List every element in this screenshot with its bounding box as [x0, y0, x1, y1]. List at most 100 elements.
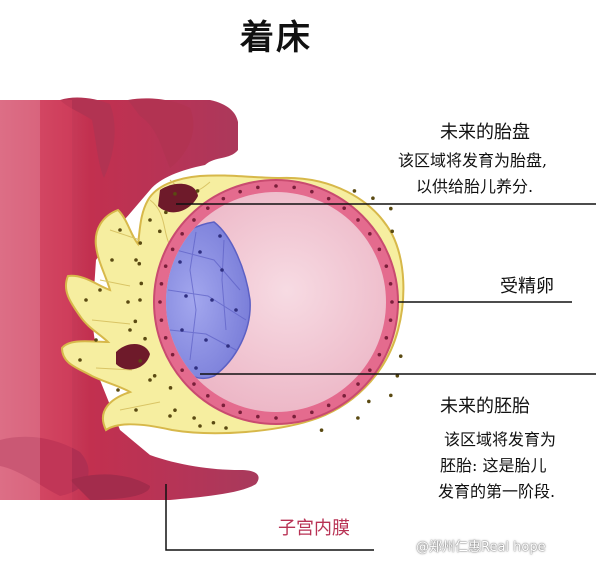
nucleus-dot: [173, 192, 177, 196]
nucleus-dot: [138, 359, 143, 363]
nucleus-dot: [138, 241, 143, 245]
diagram-title: 着床: [240, 18, 312, 58]
leader-lines: [165, 203, 596, 551]
nucleus-dot: [180, 368, 184, 372]
nucleus-dot: [137, 261, 142, 266]
nucleus-dot: [126, 300, 130, 304]
nucleus-dot: [195, 189, 200, 193]
nucleus-dot: [377, 247, 382, 252]
nucleus-dot: [211, 420, 216, 425]
nucleus-dot: [152, 373, 157, 378]
nucleus-dot: [390, 229, 395, 234]
endometrium-leader: [165, 484, 374, 551]
nucleus-dot: [157, 229, 162, 234]
nucleus-dot: [116, 388, 120, 392]
nucleus-dot: [326, 403, 331, 408]
nucleus-dot: [180, 328, 184, 332]
nucleus-dot: [221, 403, 226, 408]
nucleus-dot: [224, 426, 228, 430]
nucleus-dot: [210, 298, 214, 302]
nucleus-dot: [133, 319, 138, 324]
nucleus-dot: [198, 424, 202, 428]
nucleus-dot: [238, 189, 242, 194]
nucleus-dot: [192, 218, 196, 222]
nucleus-dot: [218, 234, 222, 238]
nucleus-dot: [198, 250, 202, 254]
nucleus-dot: [134, 408, 138, 412]
nucleus-dot: [221, 196, 226, 201]
nucleus-dot: [192, 416, 196, 420]
nucleus-dot: [226, 344, 230, 348]
nucleus-dot: [168, 386, 173, 390]
nucleus-dot: [148, 218, 152, 222]
nucleus-dot: [352, 189, 357, 193]
nucleus-dot: [84, 298, 88, 302]
endometrium-label: 子宫内膜: [278, 518, 350, 539]
nucleus-dot: [274, 416, 278, 420]
nucleus-dot: [274, 184, 278, 188]
nucleus-dot: [98, 288, 102, 292]
nucleus-dot: [389, 206, 393, 211]
nucleus-dot: [398, 354, 403, 358]
nucleus-dot: [138, 298, 142, 302]
nucleus-dot: [94, 338, 98, 342]
nucleus-dot: [178, 260, 182, 264]
nucleus-dot: [194, 366, 198, 370]
nucleus-dot: [292, 414, 296, 419]
nucleus-dot: [384, 336, 389, 340]
nucleus-dot: [310, 189, 314, 194]
nucleus-dot: [206, 206, 210, 210]
nucleus-dot: [368, 368, 372, 372]
nucleus-dot: [388, 318, 393, 322]
nucleus-dot: [128, 328, 132, 332]
nucleus-dot: [163, 264, 168, 268]
nucleus-dot: [170, 247, 175, 252]
nucleus-dot: [371, 196, 375, 201]
nucleus-dot: [158, 300, 162, 304]
nucleus-dot: [310, 410, 314, 415]
nucleus-dot: [356, 416, 360, 420]
watermark: @郑州仁惠Real hope: [416, 540, 546, 555]
nucleus-dot: [326, 196, 331, 201]
nucleus-dot: [389, 393, 393, 398]
nucleus-dot: [377, 352, 382, 357]
future-embryo-label: 未来的胚胎: [440, 396, 530, 417]
nucleus-dot: [256, 414, 260, 419]
future-placenta-label: 未来的胎盘: [440, 122, 530, 143]
nucleus-dot: [159, 282, 164, 286]
nucleus-dot: [118, 228, 122, 232]
nucleus-dot: [159, 318, 164, 322]
nucleus-dot: [390, 300, 394, 304]
nucleus-dot: [356, 218, 360, 222]
nucleus-dot: [163, 336, 168, 340]
nucleus-dot: [143, 336, 147, 341]
nucleus-dot: [168, 414, 172, 418]
nucleus-dot: [180, 232, 184, 236]
nucleus-dot: [256, 185, 260, 190]
nucleus-dot: [206, 394, 210, 398]
nucleus-dot: [238, 410, 242, 415]
nucleus-dot: [368, 232, 372, 236]
nucleus-dot: [184, 294, 188, 298]
future-embryo-desc-line3: 发育的第一阶段.: [438, 482, 556, 501]
nucleus-dot: [139, 281, 144, 286]
future-placenta-desc-line2: 以供给胎儿养分.: [416, 177, 534, 196]
nucleus-dot: [192, 382, 196, 386]
nucleus-dot: [234, 308, 238, 312]
nucleus-dot: [388, 282, 393, 286]
nucleus-dot: [170, 352, 175, 357]
nucleus-dot: [395, 373, 400, 378]
future-placenta-desc-line1: 该区域将发育为胎盘,: [398, 151, 548, 170]
nucleus-dot: [367, 399, 371, 404]
nucleus-dot: [110, 258, 114, 262]
nucleus-dot: [148, 378, 152, 382]
nucleus-dot: [173, 408, 177, 412]
nucleus-dot: [78, 358, 82, 362]
nucleus-dot: [342, 394, 346, 398]
nucleus-dot: [384, 264, 389, 268]
nucleus-dot: [220, 268, 224, 272]
uterine-wall: [0, 97, 259, 500]
nucleus-dot: [134, 258, 138, 262]
